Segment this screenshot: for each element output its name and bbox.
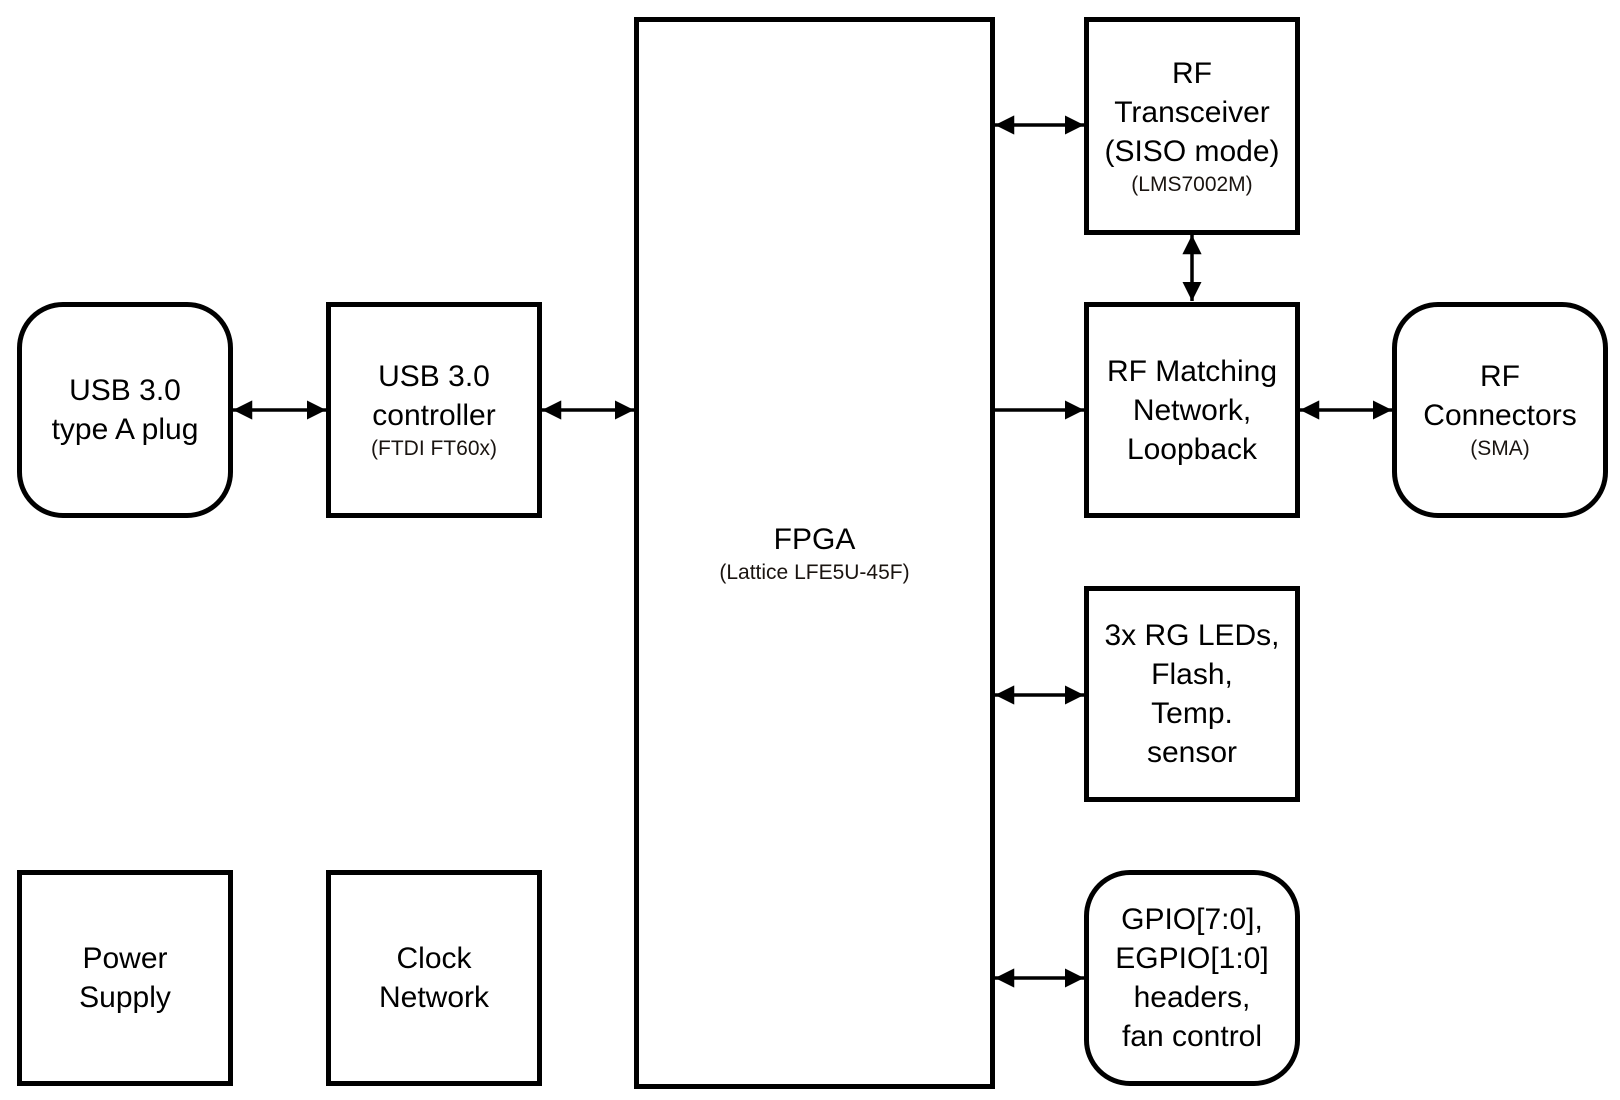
rf-matching-block: RF Matching Network, Loopback — [1084, 302, 1300, 518]
power-supply-block: Power Supply — [17, 870, 233, 1086]
gpio-title: GPIO[7:0], EGPIO[1:0] headers, fan contr… — [1115, 903, 1269, 1053]
usb-controller-title: USB 3.0 controller — [372, 360, 496, 432]
clock-network-title: Clock Network — [378, 942, 490, 1014]
fpga-block: FPGA (Lattice LFE5U-45F) — [634, 17, 995, 1089]
fpga-subtitle: (Lattice LFE5U-45F) — [719, 560, 910, 584]
gpio-block: GPIO[7:0], EGPIO[1:0] headers, fan contr… — [1084, 870, 1300, 1086]
clock-network-block: Clock Network — [326, 870, 542, 1086]
rf-connectors-block: RF Connectors (SMA) — [1392, 302, 1608, 518]
leds-flash-temp-title: 3x RG LEDs, Flash, Temp. sensor — [1104, 619, 1280, 769]
usb-plug-block: USB 3.0 type A plug — [17, 302, 233, 518]
rf-connectors-subtitle: (SMA) — [1470, 437, 1530, 460]
fpga-title: FPGA — [773, 522, 856, 556]
rf-transceiver-block: RF Transceiver (SISO mode) (LMS7002M) — [1084, 17, 1300, 235]
rf-transceiver-subtitle: (LMS7002M) — [1131, 172, 1253, 196]
power-supply-title: Power Supply — [79, 942, 171, 1014]
usb-controller-block: USB 3.0 controller (FTDI FT60x) — [326, 302, 542, 518]
rf-transceiver-title: RF Transceiver (SISO mode) — [1104, 56, 1280, 168]
usb-plug-title: USB 3.0 type A plug — [51, 374, 199, 446]
rf-connectors-title: RF Connectors — [1423, 360, 1577, 432]
rf-matching-title: RF Matching Network, Loopback — [1106, 354, 1278, 466]
usb-controller-subtitle: (FTDI FT60x) — [371, 437, 497, 460]
leds-flash-temp-block: 3x RG LEDs, Flash, Temp. sensor — [1084, 586, 1300, 802]
